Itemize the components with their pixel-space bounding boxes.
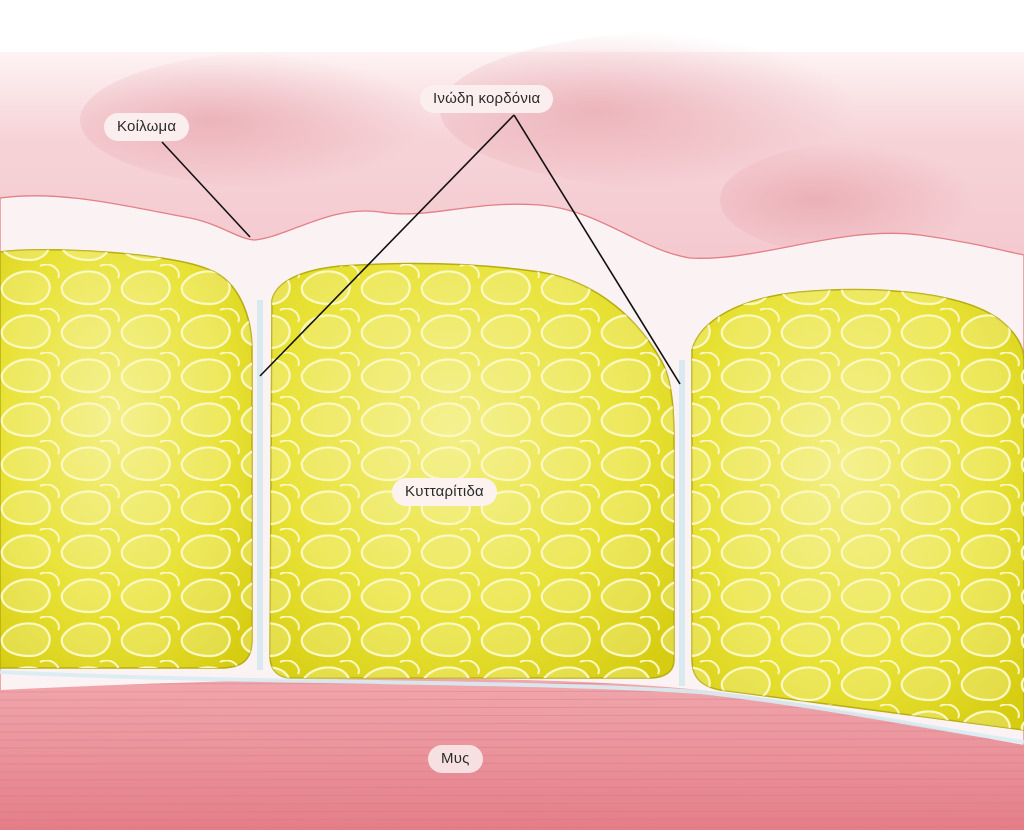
label-depression: Κοίλωμα — [104, 113, 190, 141]
label-muscle: Μυς — [428, 745, 483, 773]
fat-lobule-middle — [269, 262, 675, 679]
label-fibrous-cords: Ινώδη κορδόνια — [420, 85, 554, 113]
fat-lobule-right — [691, 288, 1024, 731]
fat-lobule-left — [0, 249, 253, 669]
label-cellulite: Κυτταρίτιδα — [392, 478, 497, 506]
leader-lines — [161, 114, 681, 385]
